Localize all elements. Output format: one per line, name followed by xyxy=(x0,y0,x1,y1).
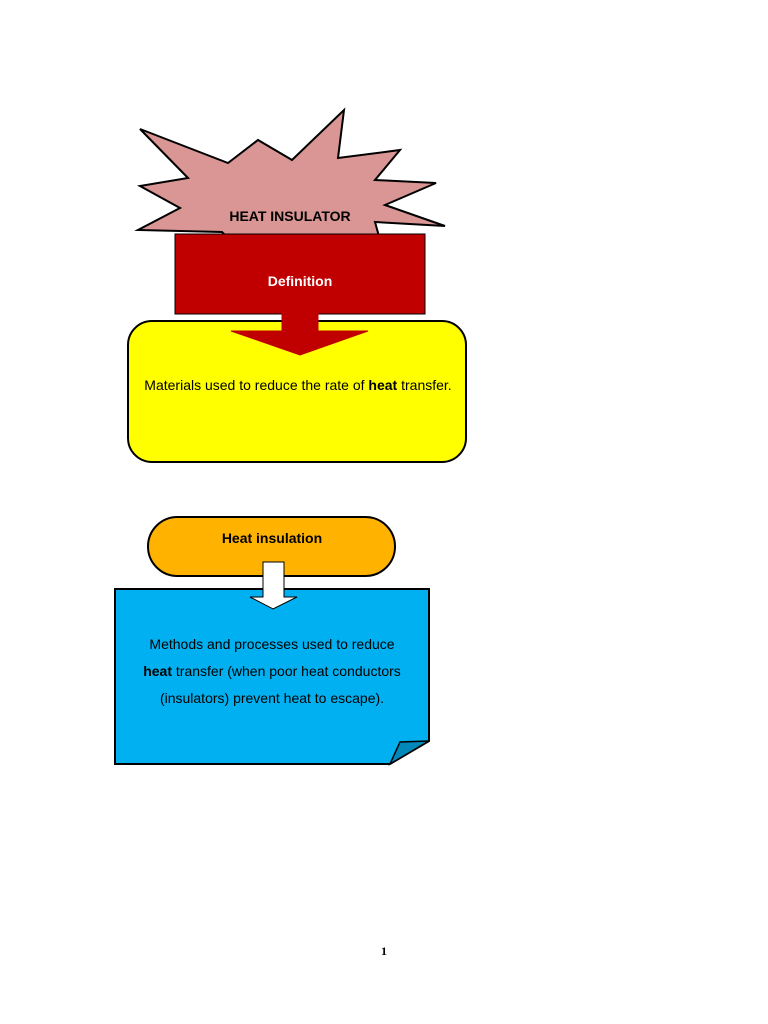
page-number: 1 xyxy=(381,944,387,958)
insulation-text-line2-rest: transfer (when poor heat conductors xyxy=(172,663,401,679)
insulation-text-line1: Methods and processes used to reduce xyxy=(149,636,395,652)
insulation-text: Methods and processes used to reduce hea… xyxy=(122,631,422,712)
insulation-text-line3: (insulators) prevent heat to escape). xyxy=(159,690,385,706)
definition-box xyxy=(174,233,426,315)
insulation-text-bold: heat xyxy=(143,663,172,679)
insulation-label: Heat insulation xyxy=(221,530,323,546)
diagram-title: HEAT INSULATOR xyxy=(229,208,351,224)
insulation-arrow xyxy=(249,561,298,610)
definition-label: Definition xyxy=(267,273,333,289)
definition-arrow xyxy=(230,311,369,356)
definition-text-end: transfer. xyxy=(397,377,452,393)
folded-corner xyxy=(388,740,430,766)
definition-text-bold: heat xyxy=(368,377,398,393)
burst-shape xyxy=(134,107,446,241)
definition-text: Materials used to reduce the rate of hea… xyxy=(140,372,456,399)
definition-text-start: Materials used to reduce the rate of xyxy=(144,377,369,393)
insulation-text-line2: heat transfer (when poor heat conductors xyxy=(122,658,422,685)
